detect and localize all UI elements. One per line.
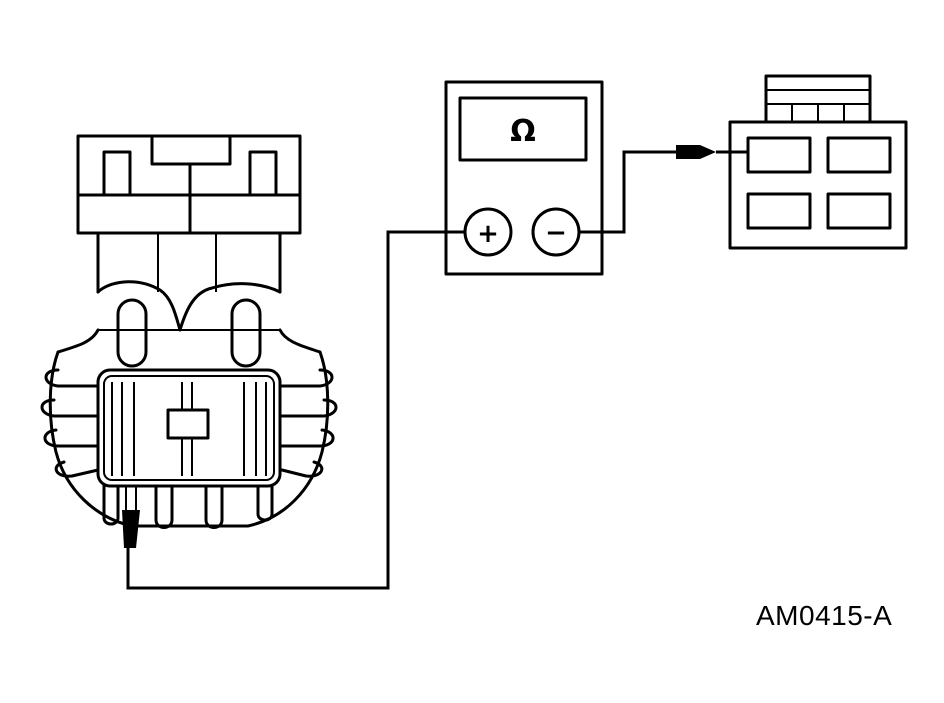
motor-assembly: [40, 134, 338, 548]
cavity-3: [746, 192, 812, 230]
figure-id: AM0415-A: [756, 600, 893, 631]
probe-tip-connector: [676, 145, 716, 159]
cavity-4: [826, 192, 892, 230]
negative-terminal-label: −: [545, 218, 567, 248]
positive-lead-wire: [126, 230, 465, 590]
mounting-slot-right: [230, 298, 262, 368]
probe-tip-motor: [122, 510, 140, 548]
negative-lead-wire: [579, 150, 676, 234]
connector-pin-right: [248, 150, 278, 197]
cavity-1: [746, 136, 812, 174]
ohmmeter-display: [458, 96, 588, 162]
mounting-slot-left: [116, 298, 148, 368]
positive-terminal-label: +: [477, 219, 499, 249]
mounting-lobes: [96, 280, 282, 332]
cooling-fins-bottom: [102, 484, 274, 529]
connector-pin-left: [102, 150, 132, 197]
harness-connector: [728, 74, 908, 250]
ohmmeter: Ω + −: [444, 80, 604, 276]
heatsink-body: [48, 350, 330, 528]
ohm-symbol: Ω: [510, 114, 536, 149]
thermal-fuse: [166, 408, 210, 440]
cavity-2: [826, 136, 892, 174]
cooling-fins-left: [40, 368, 100, 478]
test-leads: [126, 145, 748, 590]
cooling-fins-right: [280, 368, 338, 478]
